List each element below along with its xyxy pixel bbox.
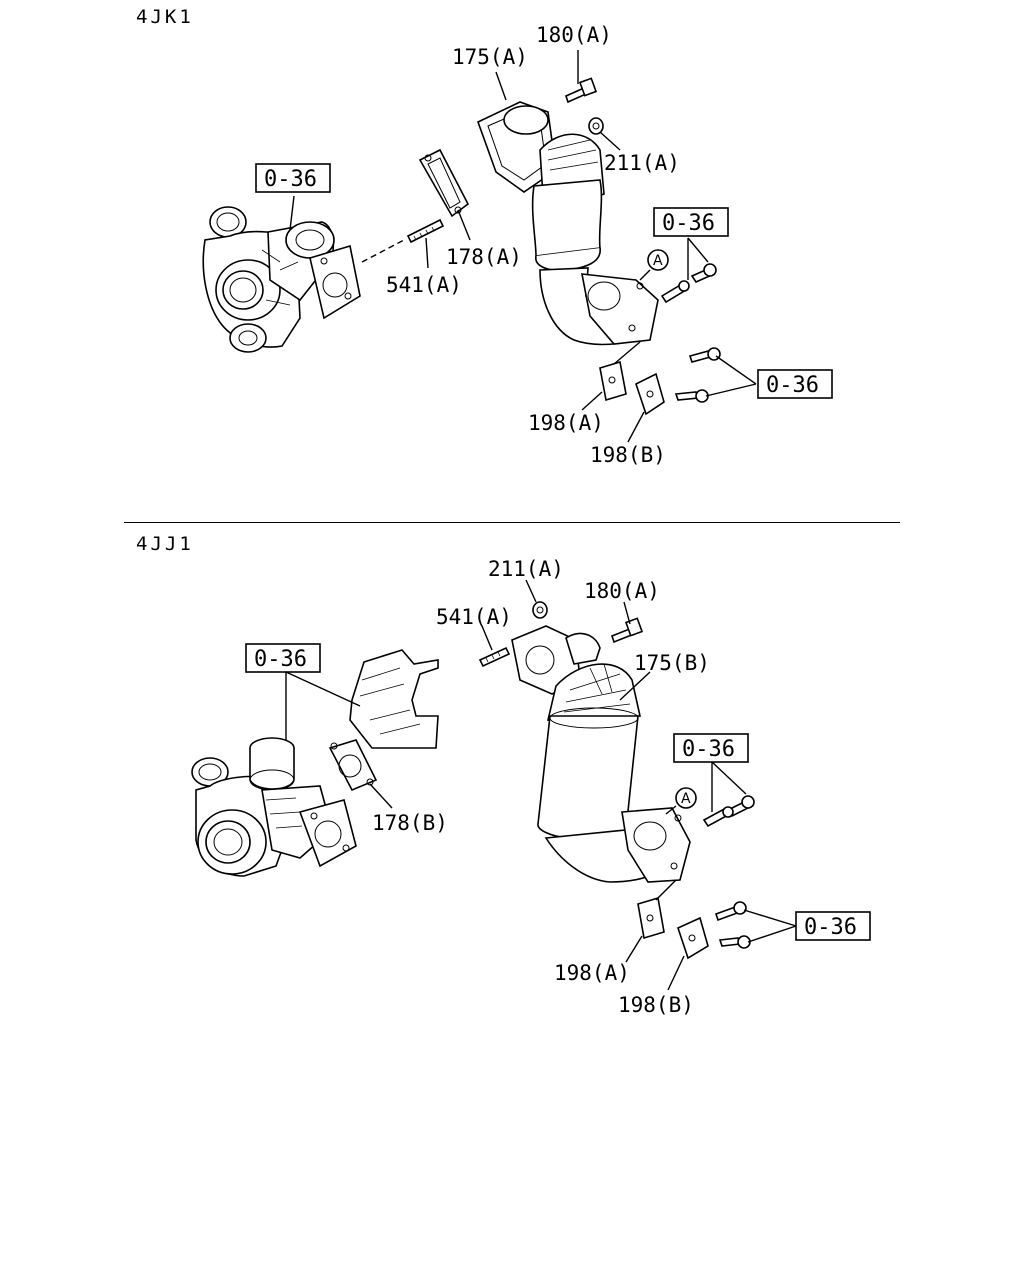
leader-036-flange2-4jk1 [687,237,709,263]
flange-bolts-4jj1 [702,795,755,828]
heat-shield-4jj1 [349,649,439,749]
label-180a-4jk1: 180(A) [536,23,612,47]
section-divider [124,522,900,523]
leader-178a-4jk1 [457,209,471,241]
svg-text:A: A [653,253,663,269]
svg-text:0-36: 0-36 [662,211,715,236]
gasket-178a-4jk1 [418,148,470,218]
svg-text:0-36: 0-36 [682,737,735,762]
svg-text:0-36: 0-36 [264,167,317,192]
leader-circle-a-4jk1 [639,269,651,281]
leader-flange-bracket-4jj1 [655,879,677,901]
label-175a-4jk1: 175(A) [452,45,528,69]
nut-211a-4jk1 [588,117,604,135]
ref-box-flange-4jk1: 0-36 [653,207,729,237]
bracket-198a-4jk1 [599,360,627,402]
label-211a-4jk1: 211(A) [604,151,680,175]
ref-box-flange-4jj1: 0-36 [673,733,749,763]
label-175b-4jj1: 175(B) [634,651,710,675]
label-541a-4jk1: 541(A) [386,273,462,297]
assembly-4jj1: 211(A) 180(A) 541(A) 175(B) 178(B) 198(A… [191,557,871,1017]
leader-175a-4jk1 [495,71,507,101]
bracket-198b-4jj1 [677,916,709,960]
leader-036-bracket-4jj1 [743,909,797,927]
assembly-4jk1: 180(A) 175(A) 211(A) 178(A) 541(A) 198(A… [202,23,833,467]
leader-180a-4jj1 [623,601,631,625]
leader-036-bracket-4jk1 [715,355,757,385]
leader-178b-4jj1 [369,783,393,809]
label-198a-4jk1: 198(A) [528,411,604,435]
turbocharger-drawing-4jj1 [191,737,357,877]
leader-541a-4jj1 [481,625,493,651]
ref-box-bracket-4jk1: 0-36 [757,369,833,399]
section-title-4jj1: 4JJ1 [136,533,194,555]
catalytic-converter-175b-4jj1 [511,625,691,883]
exhaust-pipe-175a-4jk1 [477,101,659,346]
leader-198a-4jj1 [625,935,643,963]
leader-541a-4jk1 [425,237,429,269]
label-178b-4jj1: 178(B) [372,811,448,835]
leader-198b-4jj1 [667,955,685,991]
leader-198b-4jk1 [627,411,645,443]
label-178a-4jk1: 178(A) [446,245,522,269]
leader-175b-4jj1 [619,671,651,701]
label-198b-4jj1: 198(B) [618,993,694,1017]
bolt-180a-4jk1 [565,77,598,104]
leader-036-shield-4jj1 [285,671,361,707]
bolt-180a-4jj1 [611,617,644,644]
ref-circle-a-4jk1: A [647,249,669,271]
stud-541a-4jk1 [406,218,445,244]
gasket-178b-4jj1 [328,739,378,792]
leader-036-turbo-4jk1 [289,195,295,231]
leader-circle-a-4jj1 [665,805,677,815]
label-198a-4jj1: 198(A) [554,961,630,985]
leader-198a-4jk1 [581,391,603,411]
leader-036-bracket2-4jk1 [705,383,757,397]
turbocharger-drawing-4jk1 [202,206,361,353]
svg-text:0-36: 0-36 [766,373,819,398]
svg-text:A: A [681,791,691,807]
leader-211a-4jk1 [599,131,621,151]
alignment-line [361,239,405,263]
bracket-bolts-4jj1 [714,901,751,949]
label-541a-4jj1: 541(A) [436,605,512,629]
leader-036-bracket2-4jj1 [747,925,797,943]
stud-541a-4jj1 [478,646,511,668]
bracket-198b-4jk1 [635,372,665,416]
leader-211a-4jj1 [525,579,537,603]
nut-211a-4jj1 [532,601,548,619]
ref-circle-a-4jj1: A [675,787,697,809]
bracket-bolts-4jk1 [674,347,721,403]
svg-text:0-36: 0-36 [804,915,857,940]
ref-box-turbo-4jj1: 0-36 [245,643,321,673]
bracket-198a-4jj1 [637,896,665,940]
flange-bolts-4jk1 [660,263,717,304]
ref-box-bracket-4jj1: 0-36 [795,911,871,941]
label-180a-4jj1: 180(A) [584,579,660,603]
leader-036-flange2-4jj1 [711,761,747,795]
label-198b-4jk1: 198(B) [590,443,666,467]
svg-text:0-36: 0-36 [254,647,307,672]
label-211a-4jj1: 211(A) [488,557,564,581]
ref-box-turbo-4jk1: 0-36 [255,163,331,193]
leader-flange-bracket-4jk1 [613,341,641,365]
section-title-4jk1: 4JK1 [136,6,194,28]
